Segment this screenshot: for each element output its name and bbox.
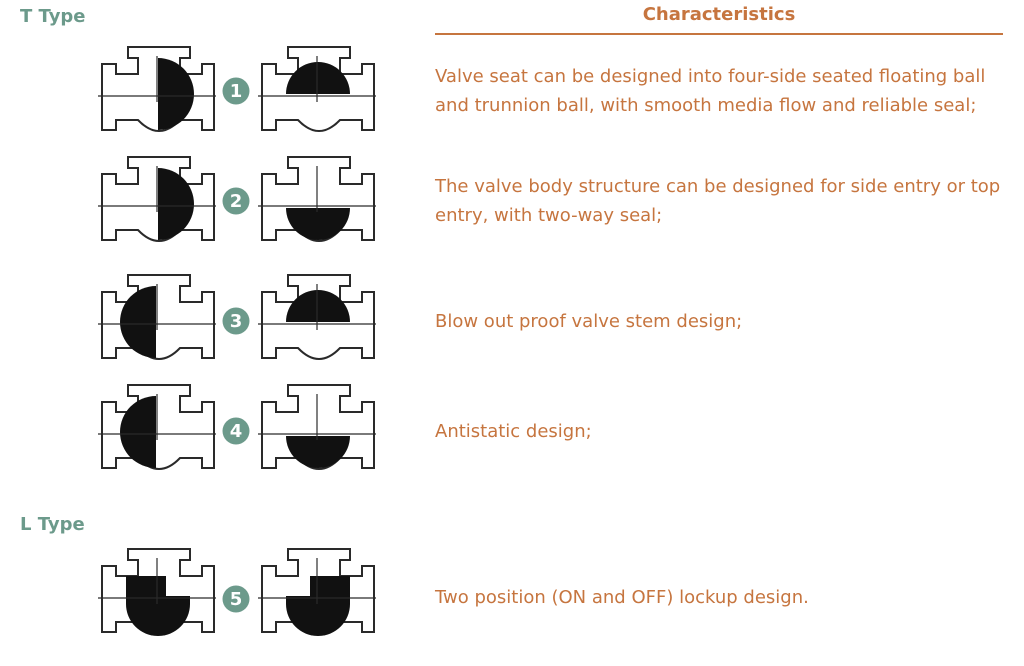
number-badge-icon: 1 bbox=[222, 77, 250, 105]
characteristic-text: Valve seat can be designed into four-sid… bbox=[435, 66, 986, 116]
t-valve-diagram-icon bbox=[98, 156, 216, 242]
t-valve-diagram-icon bbox=[258, 46, 376, 132]
characteristic-text: The valve body structure can be designed… bbox=[435, 176, 1001, 226]
number-badge-icon: 2 bbox=[222, 187, 250, 215]
badge-number: 5 bbox=[230, 589, 243, 610]
t-valve-diagram-icon bbox=[258, 274, 376, 360]
number-badge-icon: 5 bbox=[222, 585, 250, 613]
badge-number: 1 bbox=[230, 81, 243, 102]
number-badge-icon: 4 bbox=[222, 417, 250, 445]
t-valve-diagram-icon bbox=[98, 274, 216, 360]
characteristic-row-3: 3 Blow out proof valve stem design; bbox=[0, 272, 1024, 392]
characteristic-text: Antistatic design; bbox=[435, 421, 592, 442]
l-type-label: L Type bbox=[20, 514, 85, 535]
characteristics-heading: Characteristics bbox=[642, 4, 796, 25]
characteristic-row-2: 2 The valve body structure can be design… bbox=[0, 154, 1024, 274]
characteristic-row-4: 4 Antistatic design; bbox=[0, 382, 1024, 502]
t-type-label: T Type bbox=[20, 6, 86, 27]
number-badge-icon: 3 bbox=[222, 307, 250, 335]
l-valve-diagram-icon bbox=[98, 548, 216, 636]
t-valve-diagram-icon bbox=[98, 384, 216, 470]
l-valve-diagram-icon bbox=[258, 548, 376, 636]
badge-number: 3 bbox=[230, 311, 243, 332]
badge-number: 4 bbox=[230, 421, 243, 442]
heading-rule bbox=[435, 33, 1003, 35]
characteristic-text: Two position (ON and OFF) lockup design. bbox=[435, 587, 809, 608]
badge-number: 2 bbox=[230, 191, 243, 212]
t-valve-diagram-icon bbox=[98, 46, 216, 132]
t-valve-diagram-icon bbox=[258, 156, 376, 242]
characteristic-text: Blow out proof valve stem design; bbox=[435, 311, 743, 332]
characteristic-row-1: 1 Valve seat can be designed into four-s… bbox=[0, 44, 1024, 164]
characteristic-row-5: 5 Two position (ON and OFF) lockup desig… bbox=[0, 546, 1024, 666]
t-valve-diagram-icon bbox=[258, 384, 376, 470]
